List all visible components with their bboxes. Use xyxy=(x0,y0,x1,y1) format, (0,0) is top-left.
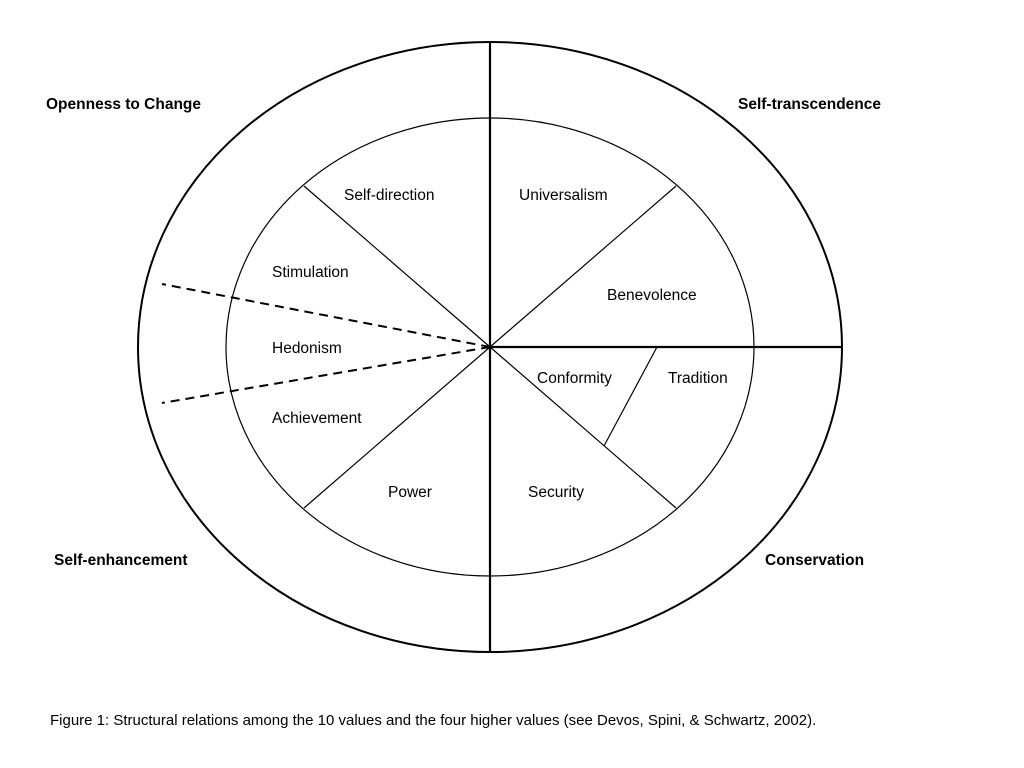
label-hedonism: Hedonism xyxy=(272,340,342,357)
figure-caption: Figure 1: Structural relations among the… xyxy=(50,712,817,729)
label-benevolence: Benevolence xyxy=(607,287,697,304)
label-tradition: Tradition xyxy=(668,370,728,387)
label-self-direction: Self-direction xyxy=(344,187,434,204)
label-security: Security xyxy=(528,484,584,501)
label-conformity: Conformity xyxy=(537,370,612,387)
divider-conformity-tradition xyxy=(603,346,658,447)
label-conservation: Conservation xyxy=(765,552,864,569)
dashed-divider-upper xyxy=(161,283,491,348)
label-self-enhancement: Self-enhancement xyxy=(54,552,188,569)
label-power: Power xyxy=(388,484,432,501)
label-self-transcendence: Self-transcendence xyxy=(738,96,881,113)
label-achievement: Achievement xyxy=(272,410,362,427)
divider-selfdirection-stimulation xyxy=(303,185,491,348)
label-universalism: Universalism xyxy=(519,187,608,204)
divider-conformity-security xyxy=(489,346,677,509)
label-stimulation: Stimulation xyxy=(272,264,349,281)
label-openness-to-change: Openness to Change xyxy=(46,96,201,113)
divider-universalism-benevolence xyxy=(489,185,677,348)
divider-achievement-power xyxy=(303,346,491,509)
dashed-divider-lower xyxy=(161,346,491,404)
